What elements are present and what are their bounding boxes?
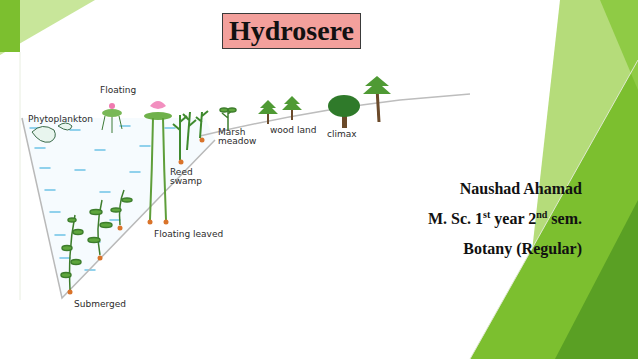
slide-title: Hydrosere [222,13,361,49]
stage-label: wood land [270,126,316,135]
root-dots [68,138,205,295]
marsh-plant [220,108,236,130]
stage-label: Floating leaved [154,230,223,239]
climax-tree [328,76,391,128]
stage-label: Phytoplankton [28,115,93,124]
background-band [0,0,95,55]
background-line [20,52,21,300]
author-course: M. Sc. 1st year 2nd sem. [428,210,582,228]
background-band [470,60,638,359]
background-band [0,0,20,52]
stage-label: climax [327,130,357,139]
reed-plant [173,111,208,160]
background-line [470,60,638,359]
floating-plant [102,103,122,133]
stage-label: Marsh meadow [218,128,254,147]
basin-outline [22,118,215,298]
phytoplankton-figure [32,123,72,142]
author-name: Naushad Ahamad [460,180,582,198]
stage-label: Reed swamp [170,168,204,187]
pond-water [22,118,215,298]
stage-label: Submerged [74,300,126,309]
background-band [600,0,638,90]
submerged-plant [61,190,132,290]
author-department: Botany (Regular) [463,240,582,258]
floating-leaved-plant [144,101,172,220]
shrub [258,96,302,124]
stage-label: Floating [100,86,136,95]
